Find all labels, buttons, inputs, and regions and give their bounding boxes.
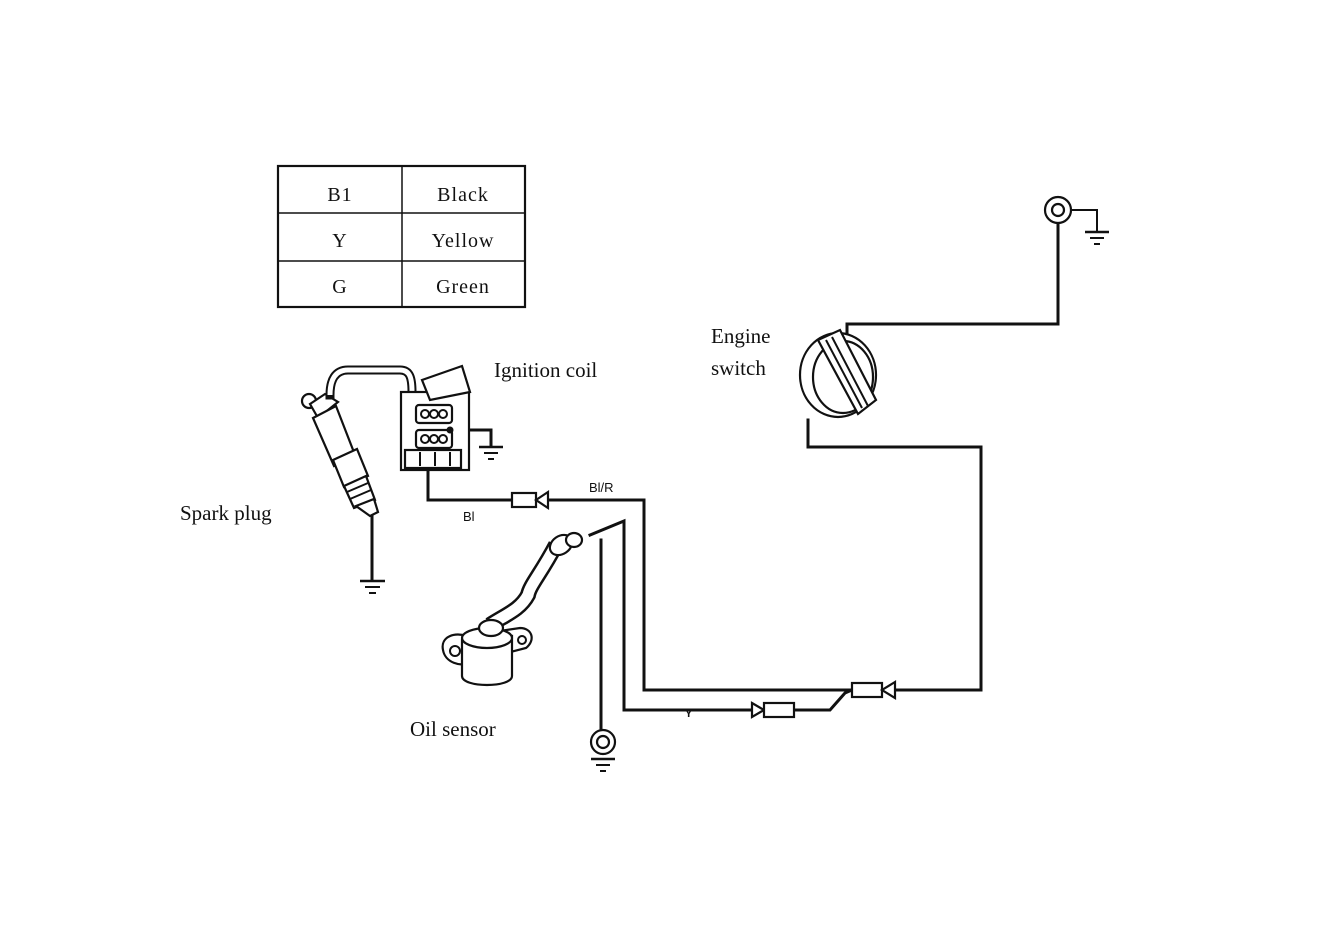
legend-color-yellow: Yellow (432, 230, 495, 252)
legend-code-green: G (332, 276, 347, 298)
spark-plug-icon (302, 370, 412, 516)
oil-sensor-icon (443, 531, 582, 685)
wire-black-from-coil (428, 472, 512, 500)
wire-switch-return (808, 420, 981, 690)
label-engine-switch-line1: Engine (711, 324, 770, 348)
label-spark-plug: Spark plug (180, 501, 272, 525)
ground-icon-ignition-coil (479, 447, 503, 459)
label-oil-sensor: Oil sensor (410, 717, 496, 741)
wire-label-black: Bl (463, 509, 475, 524)
wire-label-black-red: Bl/R (589, 480, 614, 495)
wire-black-red (548, 500, 852, 690)
wire-yellow-to-switch (794, 690, 852, 710)
wire-switch-ground (847, 222, 1058, 340)
high-tension-lead (330, 370, 412, 395)
connector-yellow (752, 703, 794, 717)
legend-code-black: B1 (327, 184, 352, 206)
connector-black (512, 492, 548, 508)
connector-main (852, 682, 895, 698)
legend-code-yellow: Y (332, 230, 347, 252)
label-engine-switch-line2: switch (711, 356, 766, 380)
engine-switch-icon[interactable] (800, 330, 876, 417)
label-ignition-coil: Ignition coil (494, 358, 597, 382)
legend-color-black: Black (437, 184, 489, 206)
legend-color-green: Green (436, 276, 490, 298)
wire-oil-sensor-yellow (590, 521, 752, 710)
ground-icon-spark-plug (360, 581, 385, 593)
ground-icon-engine-switch (1045, 197, 1109, 244)
ground-icon-oil-sensor (591, 730, 615, 771)
color-legend-table: B1 Black Y Yellow G Green (278, 166, 525, 307)
